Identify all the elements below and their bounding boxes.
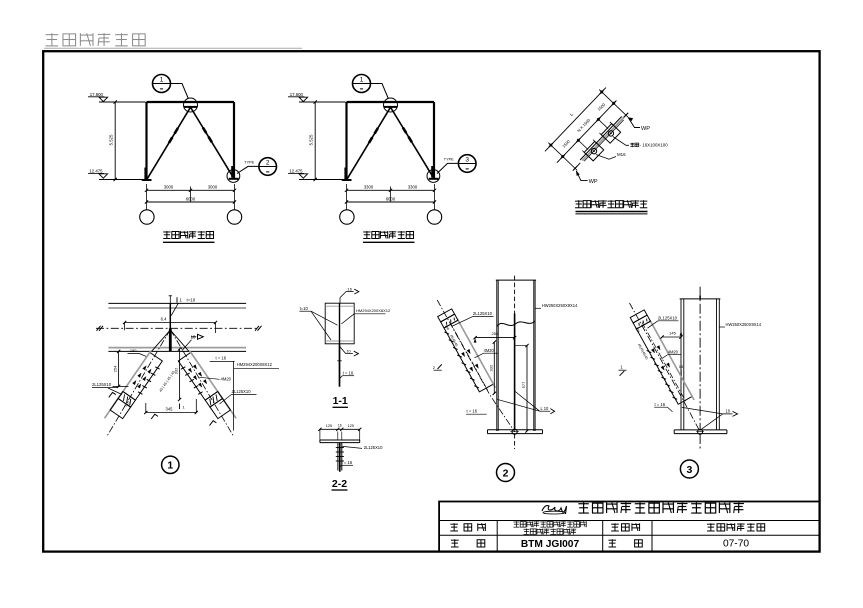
svg-text:125: 125 [326,424,332,428]
svg-text:17.600: 17.600 [290,92,304,97]
svg-text:t = 16: t = 16 [655,402,666,407]
svg-text:2: 2 [503,467,509,479]
svg-text:1-1: 1-1 [333,395,348,407]
svg-text:WP: WP [641,126,650,132]
svg-text:4M20: 4M20 [668,349,679,354]
svg-text:4M20: 4M20 [484,348,495,353]
svg-text:3: 3 [686,464,692,476]
svg-text:3000: 3000 [164,185,174,190]
svg-text:254: 254 [492,331,499,336]
svg-text:577: 577 [521,381,526,388]
svg-text:t = 16: t = 16 [342,460,353,465]
svg-text:t = 16: t = 16 [343,370,354,375]
svg-text:L 10: L 10 [541,406,550,411]
svg-text:3: 3 [465,156,469,163]
svg-text:16: 16 [348,286,352,291]
svg-text:2L125X10: 2L125X10 [232,389,252,394]
svg-text:3300: 3300 [408,185,418,190]
svg-text:HW250X250X9X14: HW250X250X9X14 [542,303,578,308]
svg-text:4M20: 4M20 [221,377,232,382]
svg-text:3000: 3000 [208,185,218,190]
svg-text:332: 332 [174,367,179,374]
svg-text:150: 150 [130,348,137,353]
svg-text:2-2: 2-2 [332,478,347,490]
svg-text:15: 15 [679,364,684,369]
svg-text:WP: WP [589,179,598,185]
svg-text:2L125X10: 2L125X10 [364,445,383,450]
svg-text:TYPE: TYPE [444,158,454,162]
svg-text:07-70: 07-70 [723,539,749,550]
svg-text:5.525: 5.525 [308,134,313,145]
svg-text:1: 1 [167,460,173,472]
svg-text:- 16X100X100: - 16X100X100 [640,143,669,148]
svg-text:M16: M16 [617,152,626,157]
svg-text:6600: 6600 [386,196,396,201]
svg-text:345: 345 [166,407,174,412]
svg-text:17.800: 17.800 [90,92,104,97]
svg-text:1: 1 [160,76,164,83]
svg-text:1: 1 [360,76,364,83]
svg-text:BTM JGI007: BTM JGI007 [521,539,580,550]
svg-text:254: 254 [113,365,118,372]
svg-text:125: 125 [348,424,354,428]
svg-text:2L125X10: 2L125X10 [658,315,678,320]
svg-text:6.4: 6.4 [161,317,167,322]
svg-text:TYPE: TYPE [244,161,254,165]
svg-text:HM294X200X8X12: HM294X200X8X12 [356,308,391,313]
svg-text:16: 16 [338,424,342,428]
svg-text:2L125X10: 2L125X10 [473,311,493,316]
svg-text:t=10: t=10 [300,306,309,311]
svg-text:t = 16: t = 16 [467,409,478,414]
svg-text:t = 16: t = 16 [216,355,227,360]
svg-text:5.525: 5.525 [108,134,113,145]
svg-text:HW250X250X9X14: HW250X250X9X14 [726,322,762,327]
svg-text:2: 2 [266,159,270,166]
svg-text:t=10: t=10 [187,298,196,303]
svg-text:145: 145 [669,331,676,336]
svg-text:6000: 6000 [186,196,196,201]
svg-text:12.475: 12.475 [289,168,303,173]
svg-text:12.475: 12.475 [89,168,103,173]
svg-text:10: 10 [725,409,730,414]
svg-text:332: 332 [488,364,493,371]
svg-text:3300: 3300 [364,185,374,190]
svg-text:HM294X200X8X12: HM294X200X8X12 [237,362,273,367]
svg-text:2L125X10: 2L125X10 [92,382,112,387]
